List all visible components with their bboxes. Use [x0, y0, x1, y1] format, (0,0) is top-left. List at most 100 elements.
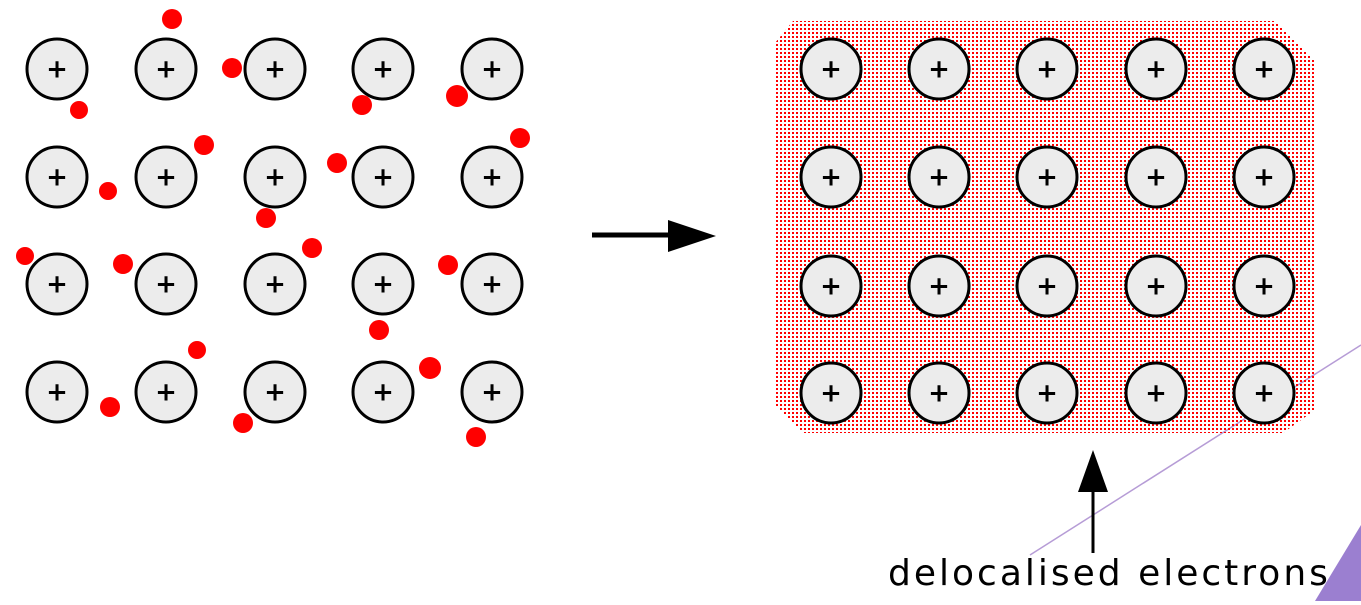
positive-ion: +: [243, 360, 307, 424]
ion-circle: [460, 37, 524, 101]
positive-ion: +: [134, 145, 198, 209]
positive-ion: +: [799, 361, 863, 425]
electron: [466, 427, 486, 447]
plus-sign: +: [1253, 163, 1275, 193]
decorative-corner-triangle: [1315, 525, 1361, 601]
electron: [369, 320, 389, 340]
transition-arrow: [592, 220, 716, 252]
ion-circle: [1124, 145, 1188, 209]
ion-circle: [351, 252, 415, 316]
plus-sign: +: [1145, 55, 1167, 85]
electron: [188, 341, 206, 359]
positive-ion: +: [351, 360, 415, 424]
plus-sign: +: [264, 378, 286, 408]
electron: [352, 95, 372, 115]
plus-sign: +: [820, 55, 842, 85]
positive-ion: +: [243, 37, 307, 101]
ion-circle: [243, 37, 307, 101]
electron: [446, 85, 468, 107]
positive-ion: +: [907, 37, 971, 101]
positive-ion: +: [799, 145, 863, 209]
electron: [233, 413, 253, 433]
ion-circle: [243, 252, 307, 316]
plus-sign: +: [1145, 272, 1167, 302]
ion-circle: [1015, 254, 1079, 318]
ion-circle: [1124, 361, 1188, 425]
plus-sign: +: [46, 55, 68, 85]
plus-sign: +: [46, 163, 68, 193]
ion-circle: [1015, 37, 1079, 101]
electron: [302, 238, 322, 258]
electron: [194, 135, 214, 155]
ion-circle: [799, 254, 863, 318]
plus-sign: +: [928, 272, 950, 302]
plus-sign: +: [46, 270, 68, 300]
positive-ion: +: [1124, 37, 1188, 101]
plus-sign: +: [481, 55, 503, 85]
plus-sign: +: [481, 378, 503, 408]
delocalised-electrons-label: delocalised electrons: [888, 553, 1331, 594]
ion-circle: [907, 145, 971, 209]
ion-circle: [1232, 145, 1296, 209]
positive-ion: +: [1015, 37, 1079, 101]
positive-ion: +: [243, 145, 307, 209]
electron: [99, 182, 117, 200]
ion-circle: [25, 37, 89, 101]
positive-ion: +: [799, 37, 863, 101]
electron-sea: [775, 21, 1315, 433]
electron: [327, 153, 347, 173]
positive-ion: +: [351, 37, 415, 101]
positive-ion: +: [25, 37, 89, 101]
ion-circle: [134, 360, 198, 424]
plus-sign: +: [372, 270, 394, 300]
positive-ion: +: [25, 145, 89, 209]
positive-ion: +: [351, 145, 415, 209]
positive-ion: +: [460, 252, 524, 316]
left-electrons: [16, 9, 530, 447]
ion-circle: [460, 145, 524, 209]
ion-circle: [907, 37, 971, 101]
plus-sign: +: [155, 270, 177, 300]
ion-circle: [907, 361, 971, 425]
left-ion-lattice: ++++++++++++++++++++: [25, 37, 524, 424]
positive-ion: +: [351, 252, 415, 316]
positive-ion: +: [1232, 145, 1296, 209]
positive-ion: +: [1015, 361, 1079, 425]
plus-sign: +: [1036, 55, 1058, 85]
plus-sign: +: [1036, 379, 1058, 409]
plus-sign: +: [1036, 272, 1058, 302]
ion-circle: [1232, 361, 1296, 425]
ion-circle: [1232, 254, 1296, 318]
electron: [510, 128, 530, 148]
plus-sign: +: [1145, 379, 1167, 409]
plus-sign: +: [820, 379, 842, 409]
plus-sign: +: [155, 378, 177, 408]
plus-sign: +: [481, 270, 503, 300]
electron: [100, 397, 120, 417]
plus-sign: +: [372, 55, 394, 85]
ion-circle: [1015, 361, 1079, 425]
positive-ion: +: [907, 361, 971, 425]
ion-circle: [243, 145, 307, 209]
ion-circle: [1015, 145, 1079, 209]
plus-sign: +: [820, 163, 842, 193]
plus-sign: +: [1145, 163, 1167, 193]
positive-ion: +: [1015, 145, 1079, 209]
ion-circle: [1232, 37, 1296, 101]
positive-ion: +: [1124, 145, 1188, 209]
positive-ion: +: [1232, 254, 1296, 318]
electron: [256, 208, 276, 228]
electron: [419, 357, 441, 379]
ion-circle: [799, 145, 863, 209]
plus-sign: +: [155, 163, 177, 193]
positive-ion: +: [907, 145, 971, 209]
ion-circle: [243, 360, 307, 424]
positive-ion: +: [134, 37, 198, 101]
positive-ion: +: [1232, 37, 1296, 101]
electron: [438, 255, 458, 275]
positive-ion: +: [460, 37, 524, 101]
ion-circle: [799, 361, 863, 425]
electron: [162, 9, 182, 29]
plus-sign: +: [372, 163, 394, 193]
ion-circle: [460, 360, 524, 424]
